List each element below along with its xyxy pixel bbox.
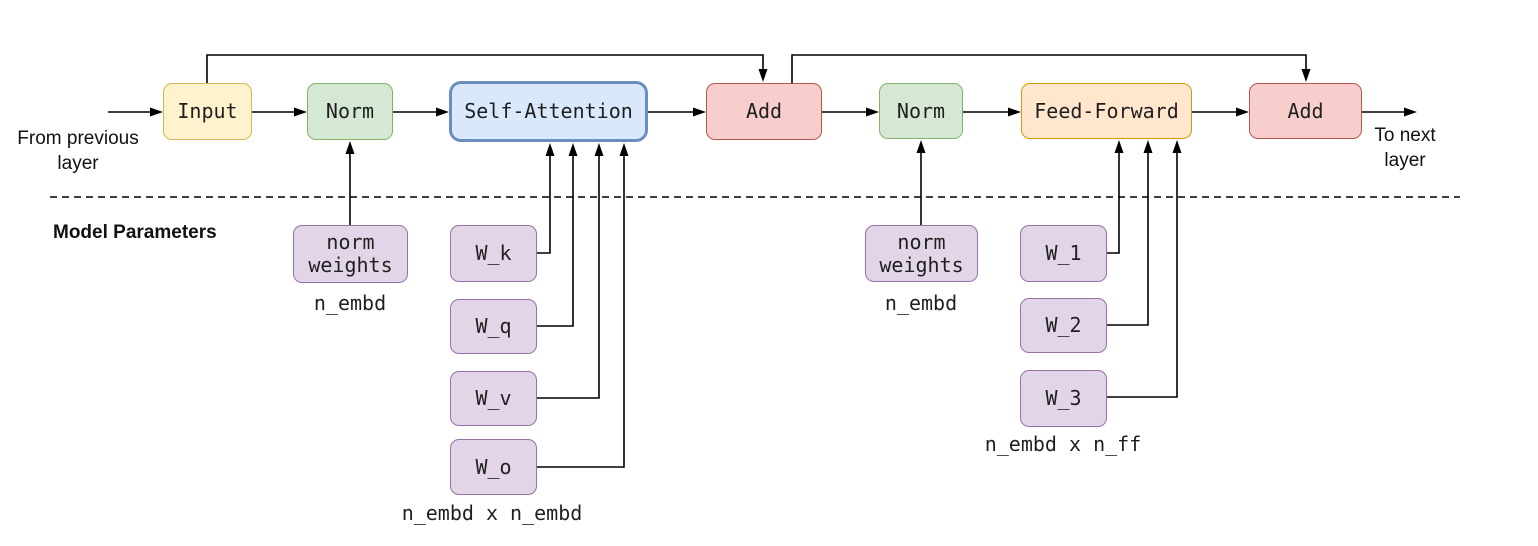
norm2-weights-box: norm weights xyxy=(865,225,978,282)
norm1-weights-dimension: n_embd xyxy=(313,291,387,315)
arrow-input-to-norm1 xyxy=(252,107,307,117)
norm1-weights-connector xyxy=(345,141,355,225)
attention-weights-dimension: n_embd x n_embd xyxy=(401,501,583,525)
input-block: Input xyxy=(163,83,252,140)
w1-box: W_1 xyxy=(1020,225,1107,282)
arrow-add2-to-next-layer xyxy=(1362,107,1417,117)
self-attention-block: Self-Attention xyxy=(449,81,648,142)
w2-box: W_2 xyxy=(1020,298,1107,353)
w2-connector xyxy=(1107,140,1153,326)
norm2-weights-connector xyxy=(916,140,926,225)
arrow-norm2-to-feed-forward xyxy=(963,107,1021,117)
wv-connector xyxy=(537,143,604,399)
wv-box: W_v xyxy=(450,371,537,426)
wk-box: W_k xyxy=(450,225,537,282)
residual-connection-1 xyxy=(206,54,768,83)
wo-connector xyxy=(537,143,629,468)
norm2-weights-dimension: n_embd xyxy=(884,291,958,315)
arrow-add1-to-norm2 xyxy=(822,107,879,117)
from-previous-layer-label: From previous layer xyxy=(17,128,139,174)
w1-connector xyxy=(1107,140,1124,254)
ff-weights-dimension: n_embd x n_ff xyxy=(984,432,1142,456)
norm1-weights-box: norm weights xyxy=(293,225,408,283)
feed-forward-block: Feed-Forward xyxy=(1021,83,1192,139)
flow-arrows xyxy=(108,107,1417,117)
w3-connector xyxy=(1107,140,1182,398)
norm2-block: Norm xyxy=(879,83,963,139)
add1-block: Add xyxy=(706,83,822,140)
add2-block: Add xyxy=(1249,83,1362,139)
model-parameters-title: Model Parameters xyxy=(53,222,217,243)
wq-connector xyxy=(537,143,578,327)
norm1-block: Norm xyxy=(307,83,393,140)
arrow-feed-forward-to-add2 xyxy=(1192,107,1249,117)
w3-box: W_3 xyxy=(1020,370,1107,427)
wq-box: W_q xyxy=(450,299,537,354)
residual-connection-2 xyxy=(791,54,1311,83)
arrow-norm1-to-self-attention xyxy=(393,107,449,117)
wo-box: W_o xyxy=(450,439,537,495)
arrow-self-attention-to-add1 xyxy=(648,107,706,117)
arrow-from-previous-to-input xyxy=(108,107,163,117)
wk-connector xyxy=(537,143,555,254)
to-next-layer-label: To next layer xyxy=(1374,125,1436,171)
